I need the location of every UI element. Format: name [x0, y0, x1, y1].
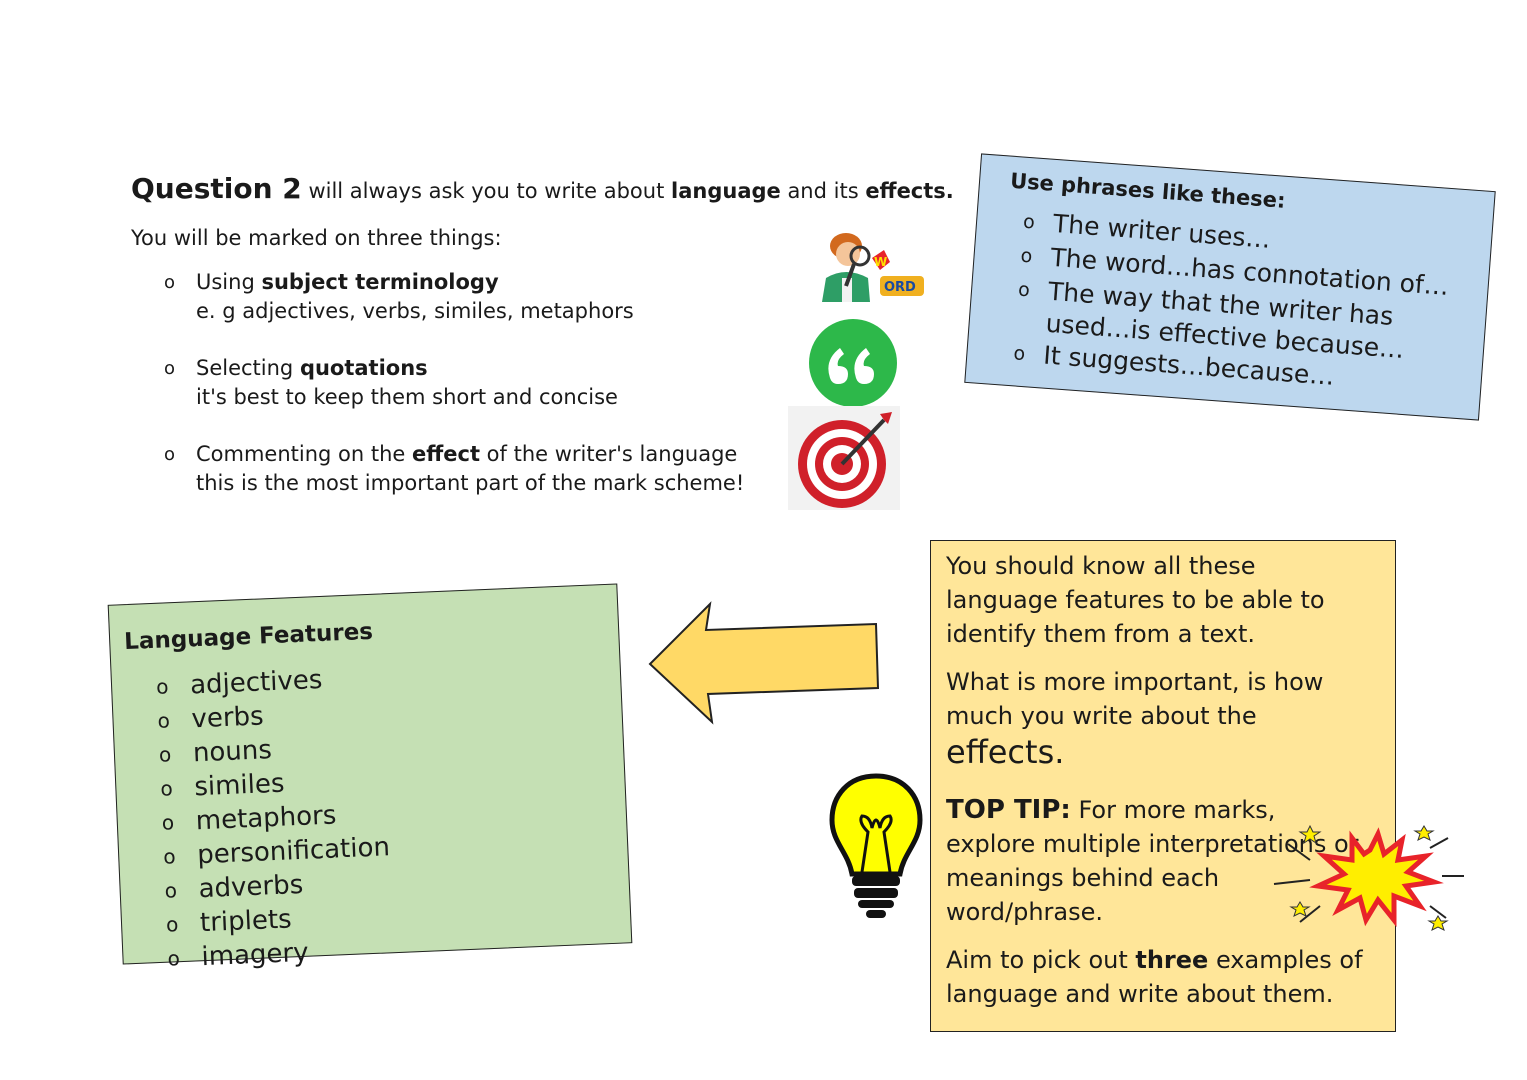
quotation-marks-icon [809, 319, 897, 407]
tip-paragraph-2: What is more important, is how much you … [946, 668, 1324, 730]
question-label: Question 2 [131, 172, 302, 205]
top-tip-label: TOP TIP: [946, 795, 1071, 825]
tip-effects-word: effects. [946, 733, 1065, 771]
point-subtext: e. g adjectives, verbs, similes, metapho… [196, 299, 634, 323]
tip-paragraph-4: Aim to pick out three examples of langua… [946, 946, 1363, 1008]
lightbulb-icon [829, 773, 923, 918]
features-title: Language Features [123, 618, 374, 656]
explosion-burst-icon [1273, 824, 1464, 931]
arrow-left-icon [648, 601, 880, 725]
detective-magnifier-icon: W ORD [822, 233, 924, 302]
intro-text: You will be marked on three things: [131, 226, 502, 250]
phrases-title: Use phrases like these: [1009, 168, 1287, 213]
tip-paragraph-3: TOP TIP: For more marks, explore multipl… [946, 795, 1359, 926]
tip-paragraph-1: You should know all these language featu… [946, 552, 1325, 648]
point-subtext: this is the most important part of the m… [196, 471, 745, 495]
target-dart-icon [788, 406, 900, 510]
svg-text:ORD: ORD [884, 280, 916, 295]
top-tip-box: You should know all these language featu… [930, 540, 1396, 1032]
svg-text:W: W [874, 255, 887, 269]
page-heading: Question 2 will always ask you to write … [131, 172, 954, 205]
point-subtext: it's best to keep them short and concise [196, 385, 618, 409]
